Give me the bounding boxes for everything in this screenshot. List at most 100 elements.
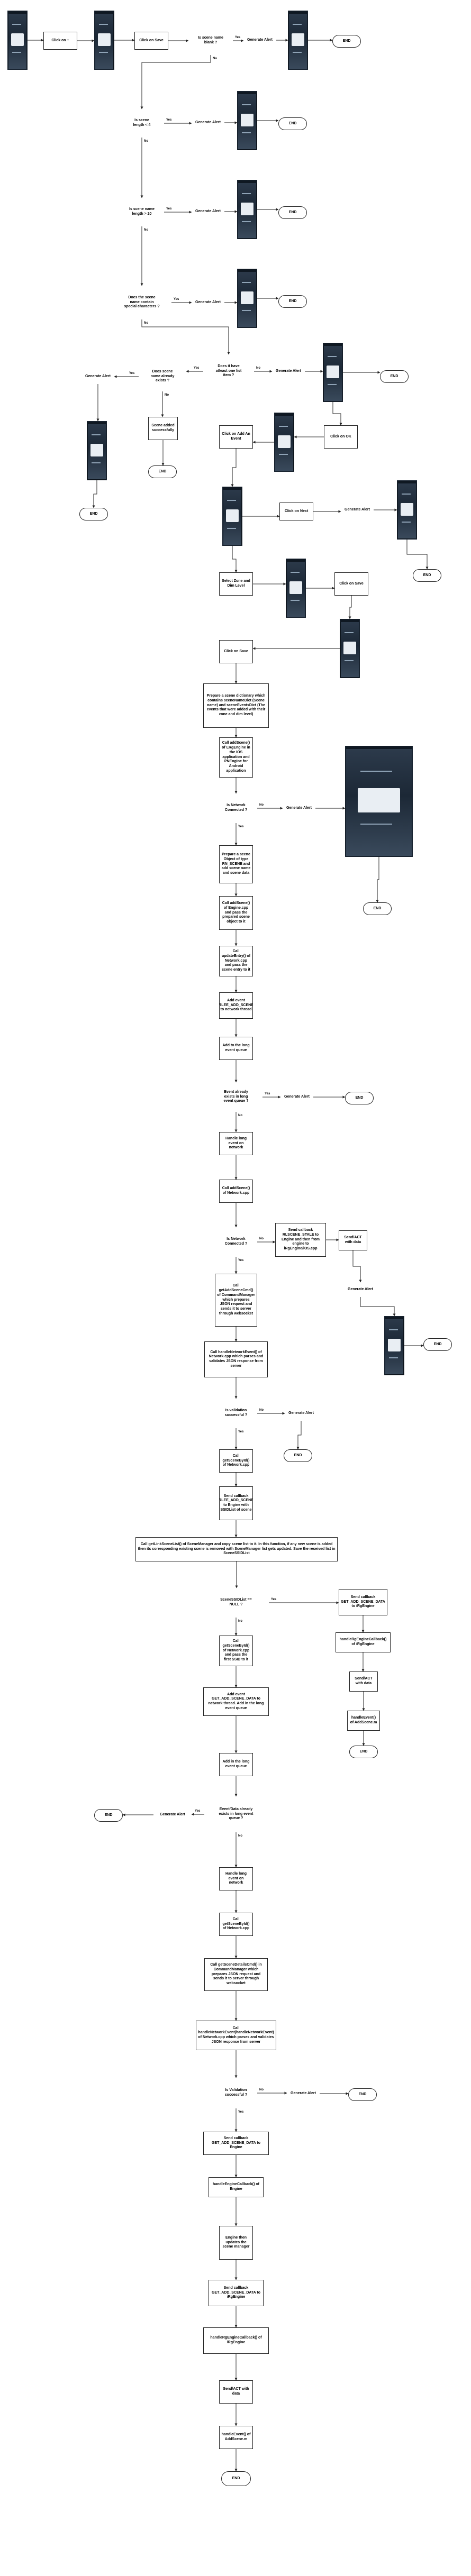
edge-label-no: No (259, 2088, 264, 2091)
connector-arrow (360, 1297, 396, 1317)
node-label: Does scene name already exists ? (150, 369, 175, 383)
edge-label-no: No (259, 1409, 264, 1412)
node-label: Add event RLEE_ADD_SCENE to network thre… (219, 998, 253, 1012)
node-label: END (232, 2476, 240, 2480)
screenshot-thumbnail (384, 1316, 404, 1375)
node-label: Send/ACT with data (344, 1236, 362, 1244)
decision-node: Does scene name already exists ? (139, 362, 186, 391)
process-node: Call handleNetworkEvent(handleNetworkEve… (196, 2021, 276, 2050)
decision-node: Is Validation successful ? (215, 2078, 257, 2108)
terminator-end: END (345, 1092, 374, 1104)
process-node: Click on OK (324, 425, 358, 449)
node-label: Click on Save (139, 38, 164, 42)
process-node: Send/ACT with data (219, 2380, 253, 2404)
node-label: Click on + (51, 38, 69, 42)
edge-label-no: No (144, 140, 148, 143)
edge-label-no: No (165, 394, 169, 397)
node-label: Is scene length < 4 (133, 118, 151, 127)
node-label: Prepare a scene dictionary which contain… (206, 694, 266, 717)
process-node: Call handleNetworkEvent() of Network.cpp… (204, 1341, 268, 1377)
node-label: END (423, 573, 431, 577)
node-label: Click on Next (284, 509, 309, 513)
node-label: END (288, 299, 297, 303)
screenshot-thumbnail (7, 11, 28, 70)
process-node: Call updateEntry() of Network.cpp and pa… (219, 946, 253, 976)
terminator-end: END (363, 902, 392, 915)
node-label: handleRgEngineCallback() of iRgEngine (210, 2336, 262, 2344)
node-label: Generate Alert (195, 300, 221, 304)
alert-node: Generate Alert (243, 33, 276, 48)
decision-node: Is Network Connected ? (215, 1227, 257, 1257)
process-node: handleRgEngineCallback() of iRgEngine (336, 1632, 391, 1652)
alert-node: Generate Alert (81, 369, 114, 384)
node-label: Generate Alert (247, 38, 273, 42)
edge-label-yes: Yes (238, 2111, 244, 2114)
process-node: Click on Next (279, 503, 313, 520)
node-label: Send callback GET_ADD_SCENE_DATA to Engi… (211, 2136, 261, 2150)
edge-label-no: No (259, 1237, 264, 1240)
node-label: Is scene name blank ? (198, 36, 223, 44)
node-label: Generate Alert (85, 374, 111, 378)
decision-node: Is scene name length > 20 (120, 198, 164, 226)
node-label: Call getSceneDetailsCmd() in CommandMana… (210, 1963, 262, 1986)
process-node: Add in the long event queue (219, 1753, 253, 1776)
node-label: Send callback RLEE_ADD_SCENE to Engine w… (219, 1494, 253, 1512)
node-label: Is scene name length > 20 (129, 207, 155, 216)
node-label: Engine then updates the scene manager (222, 2235, 250, 2249)
node-label: Generate Alert (195, 209, 221, 213)
node-label: Send callback GET_ADD_SCENE_DATA to iRgE… (211, 2286, 261, 2299)
edge-label-no: No (144, 322, 148, 325)
alert-node: Generate Alert (280, 1090, 313, 1104)
terminator-end: END (348, 2088, 377, 2101)
node-label: Click on Save (339, 581, 364, 586)
process-node: handleRgEngineCallback() of iRgEngine (203, 2327, 269, 2354)
screenshot-thumbnail (94, 11, 114, 70)
terminator-end: END (79, 508, 108, 520)
decision-node: Is validation successful ? (215, 1399, 257, 1428)
process-node: Call getSceneDetailsCmd() in CommandMana… (204, 1958, 268, 1991)
node-label: Event/Data already exists in long event … (219, 1807, 253, 1821)
node-label: Call getAddSceneCmd() of CommandManager … (217, 1284, 255, 1316)
alert-node: Generate Alert (344, 1282, 377, 1297)
node-label: Generate Alert (288, 1411, 314, 1415)
process-node: Click on Save (334, 572, 368, 596)
node-label: Send callback RLSCENE_STALE to Engine an… (282, 1228, 320, 1251)
edge-label-yes: Yes (238, 825, 244, 828)
connector-arrow (141, 319, 230, 355)
edge-label-yes: Yes (238, 1430, 244, 1433)
node-label: Generate Alert (345, 507, 370, 511)
connector-arrow (296, 1421, 302, 1450)
edge-label-yes: Yes (166, 207, 172, 211)
process-node: Send callback RLEE_ADD_SCENE to Engine w… (219, 1486, 253, 1520)
edge-label-yes: Yes (238, 1259, 244, 1262)
process-node: Call getSceneById() of Network.cpp (219, 1449, 253, 1473)
process-node: Send callback GET_ADD_SCENE_DATA to iRgE… (209, 2280, 264, 2306)
alert-node: Generate Alert (153, 1807, 192, 1823)
decision-node: Does the scene name contain special char… (112, 286, 171, 319)
node-label: Generate Alert (276, 369, 301, 373)
terminator-end: END (284, 1449, 312, 1462)
alert-node: Generate Alert (192, 115, 224, 130)
process-node: Click on Save (134, 32, 168, 50)
terminator-end: END (380, 370, 409, 383)
terminator-end: END (413, 569, 441, 582)
screenshot-thumbnail (237, 180, 257, 239)
node-label: Handle long event on network (225, 1136, 247, 1150)
edge-label-yes: Yes (174, 298, 179, 301)
node-label: END (358, 2092, 367, 2096)
process-node: Prepare a scene Object of type RN_SCENE … (219, 845, 253, 883)
screenshot-thumbnail (87, 421, 107, 480)
process-node: Call addScene() of LRgEngine in the iOS … (219, 737, 253, 778)
node-label: Is Network Connected ? (224, 1237, 248, 1246)
node-label: Add to the long event queue (222, 1044, 250, 1052)
node-label: Call updateEntry() of Network.cpp and pa… (221, 949, 251, 972)
edge-label-no: No (238, 1114, 242, 1117)
process-node: Add event GET_ADD_SCENE_DATA to network … (203, 1687, 269, 1716)
screenshot-thumbnail (397, 480, 417, 540)
node-label: Is Network Connected ? (224, 803, 248, 812)
node-label: Send/ACT with data (355, 1677, 373, 1685)
node-label: END (390, 374, 398, 378)
process-node: Call getLinkSceneList() of SceneManager … (135, 1537, 338, 1561)
screenshot-thumbnail (323, 343, 343, 402)
